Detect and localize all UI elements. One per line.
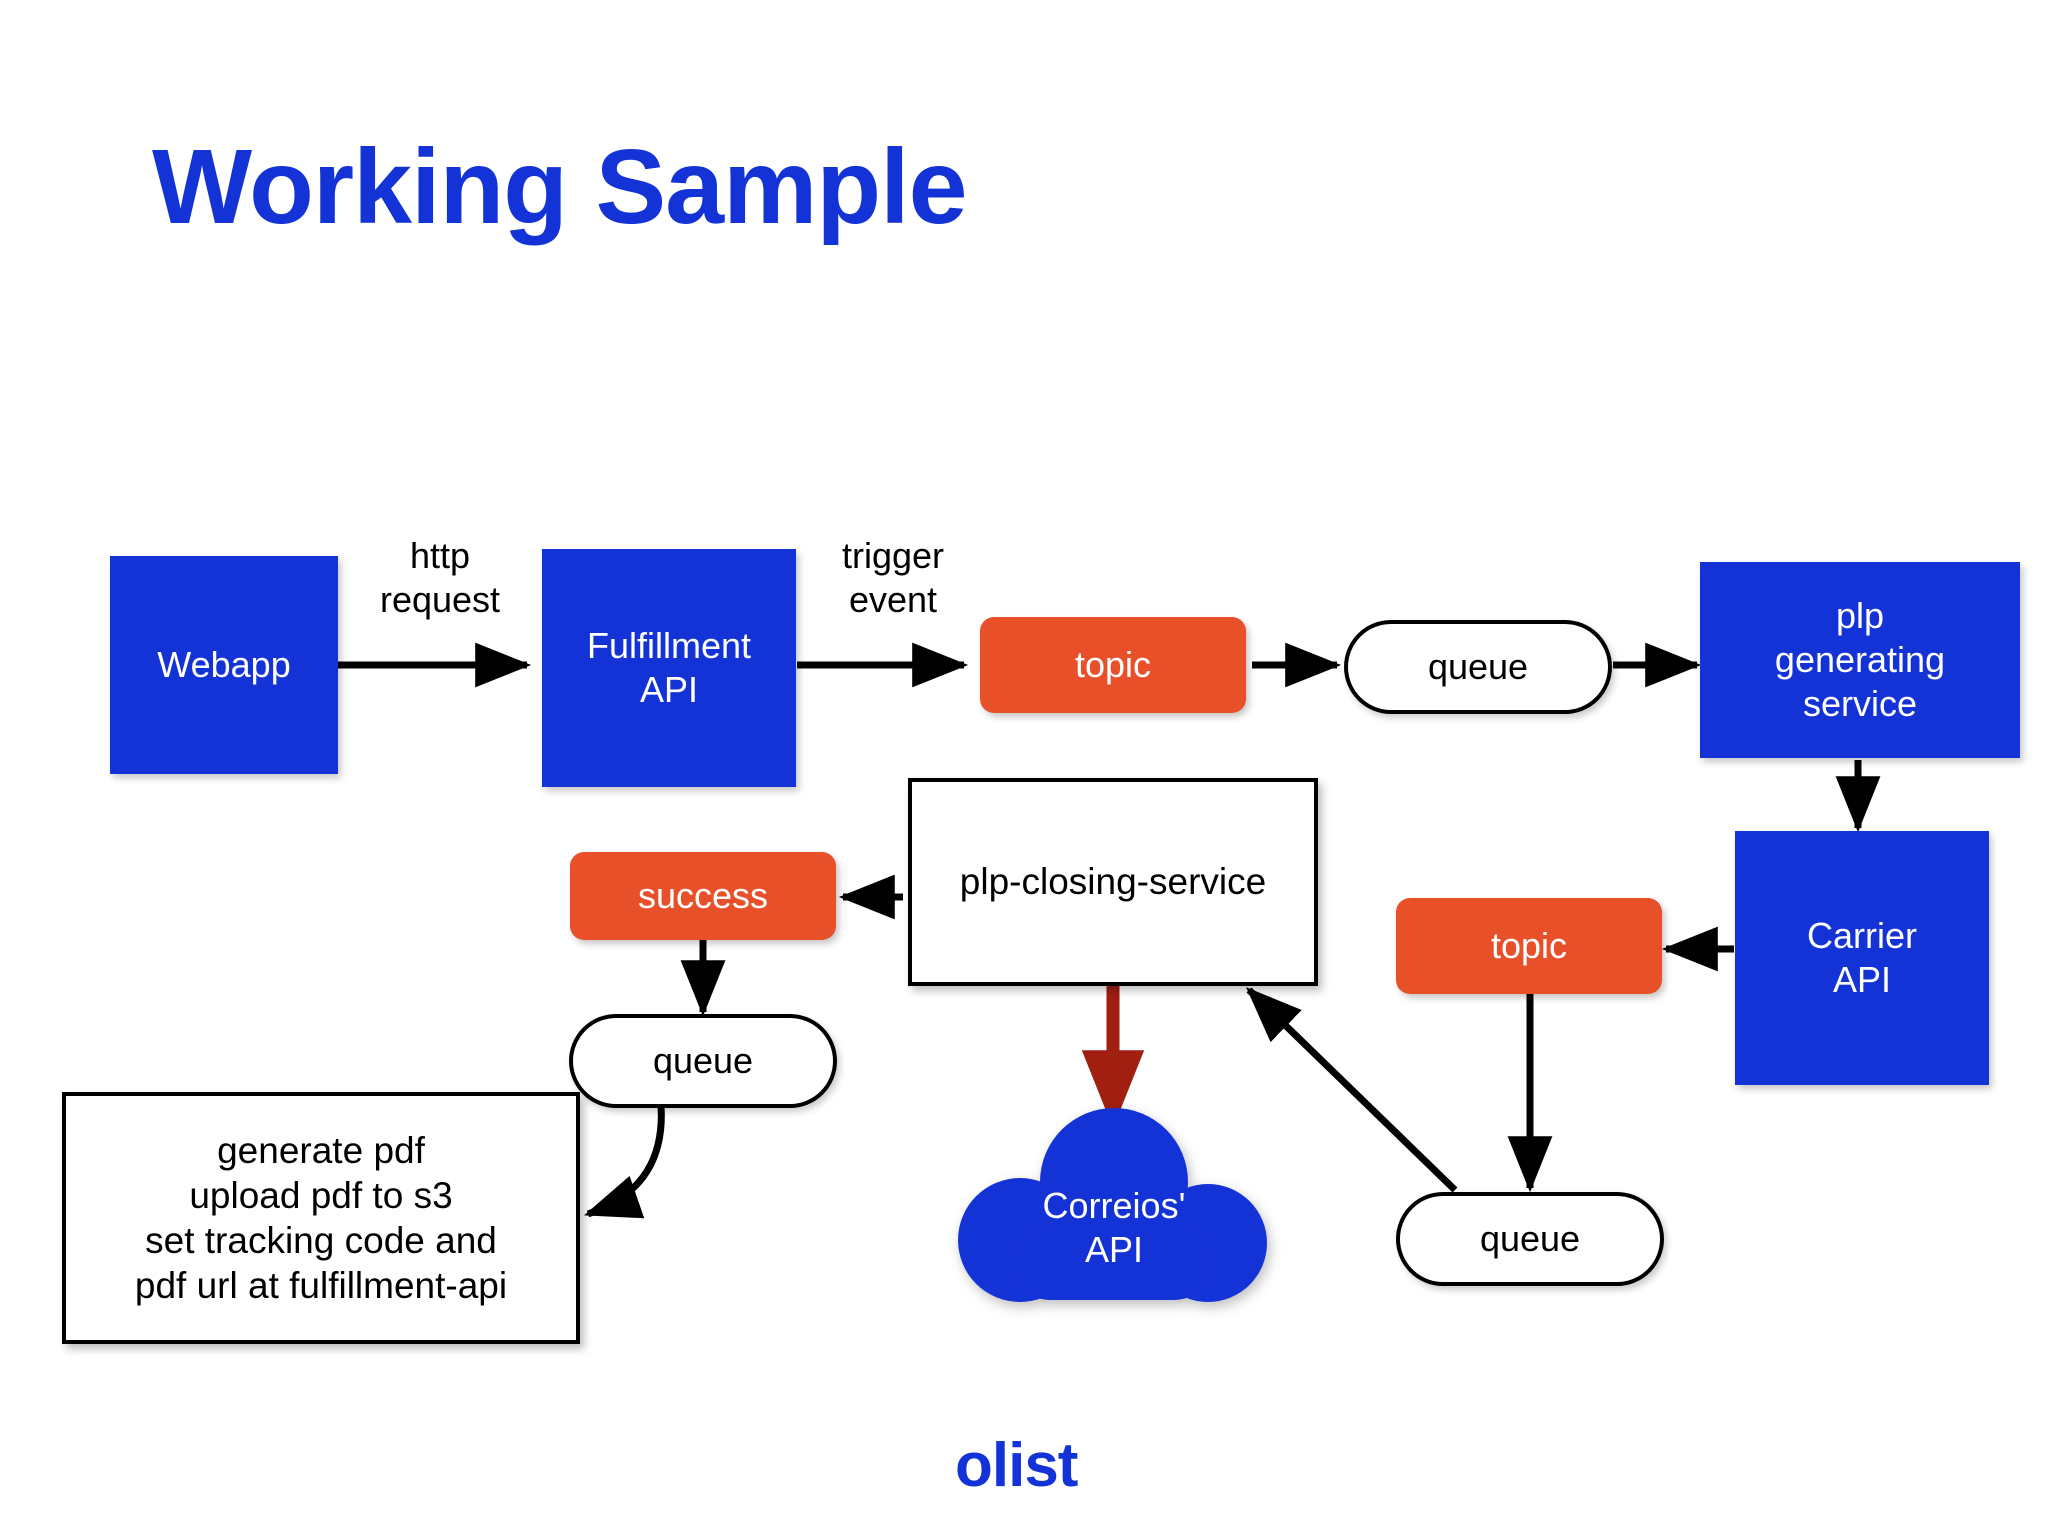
node-webapp-label: Webapp	[157, 644, 291, 686]
brand-logo: olist	[955, 1431, 1078, 1500]
node-topic-1[interactable]: topic	[980, 617, 1246, 713]
node-queue-2[interactable]: queue	[1396, 1192, 1664, 1286]
node-topic-1-label: topic	[1074, 644, 1152, 686]
node-carrier-api-label-line1: Carrier	[1806, 915, 1917, 957]
node-plp-closing-service[interactable]: plp-closing-service	[908, 778, 1318, 986]
cloud-icon	[958, 1108, 1267, 1302]
node-success[interactable]: success	[570, 852, 836, 940]
node-plp-generating-label-line1: plp	[1835, 595, 1885, 637]
node-topic-2-label: topic	[1490, 925, 1568, 967]
note-line-4: pdf url at fulfillment-api	[134, 1265, 508, 1307]
arrow-queue2-to-plp-closing	[1245, 987, 1458, 1193]
node-success-label: success	[637, 875, 769, 917]
node-queue-1-label: queue	[1427, 646, 1529, 688]
edge-label-trigger-event: trigger event	[841, 535, 945, 620]
node-carrier-api[interactable]: Carrier API	[1735, 831, 1989, 1085]
node-carrier-api-label-line2: API	[1832, 959, 1892, 1000]
note-line-2: upload pdf to s3	[189, 1174, 453, 1216]
arrow-queue3-to-note	[584, 1093, 665, 1219]
node-plp-generating-service[interactable]: plp generating service	[1700, 562, 2020, 758]
node-fulfillment-api[interactable]: Fulfillment API	[542, 549, 796, 787]
node-fulfillment-api-label-line2: API	[639, 669, 699, 710]
node-webapp[interactable]: Webapp	[110, 556, 338, 774]
edge-label-http-request: http request	[379, 535, 501, 620]
node-plp-closing-service-label: plp-closing-service	[959, 861, 1267, 903]
node-topic-2[interactable]: topic	[1396, 898, 1662, 994]
node-actions-note[interactable]: generate pdf upload pdf to s3 set tracki…	[62, 1092, 580, 1344]
note-line-3: set tracking code and	[145, 1220, 497, 1261]
page-title: Working Sample	[152, 128, 968, 246]
node-queue-3[interactable]: queue	[569, 1014, 837, 1108]
node-correios-api[interactable]: Correios' API	[952, 1106, 1276, 1306]
node-queue-3-label: queue	[652, 1040, 754, 1082]
node-plp-generating-label-line3: service	[1802, 682, 1918, 724]
node-fulfillment-api-label-line1: Fulfillment	[586, 625, 752, 667]
node-queue-1[interactable]: queue	[1344, 620, 1612, 714]
note-line-1: generate pdf	[217, 1129, 425, 1171]
node-plp-generating-label-line2: generating	[1774, 639, 1946, 681]
node-queue-2-label: queue	[1479, 1218, 1581, 1260]
